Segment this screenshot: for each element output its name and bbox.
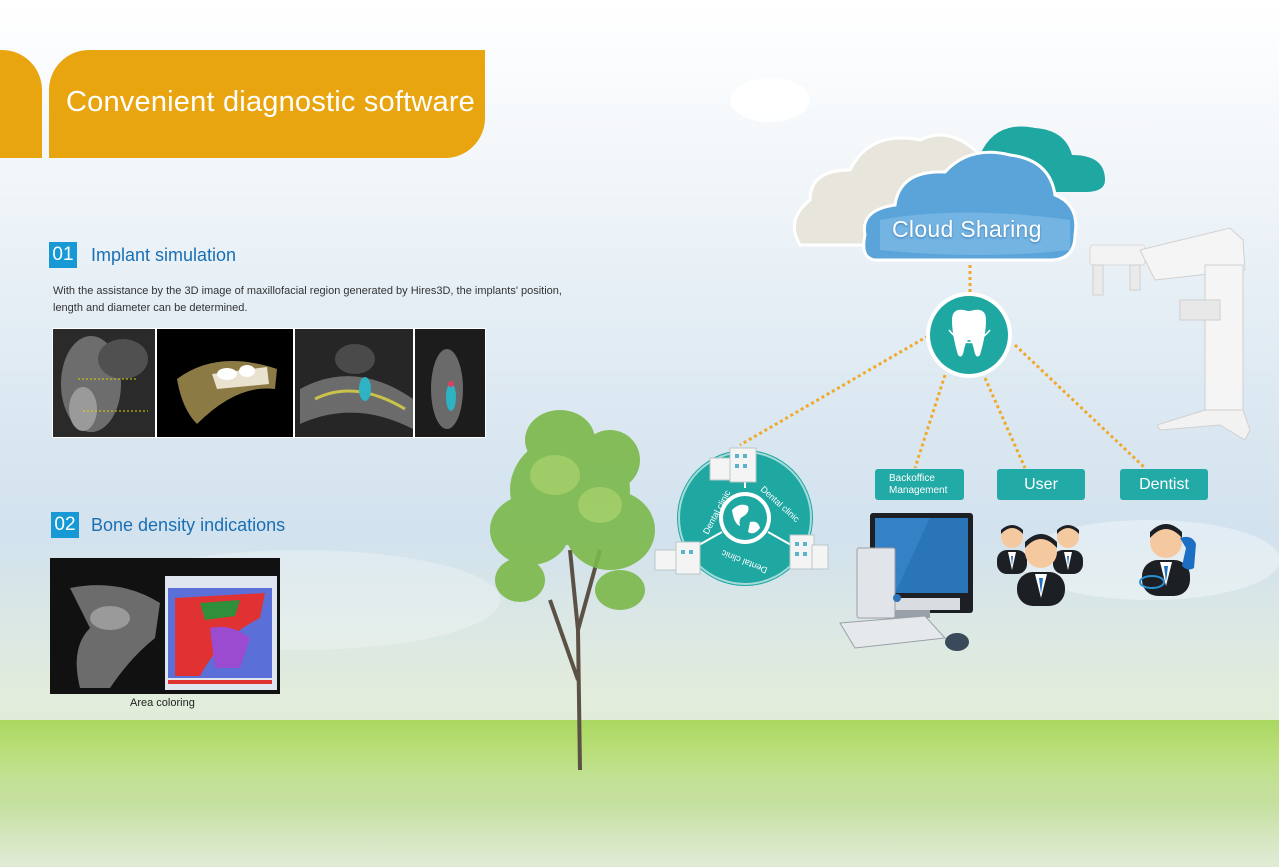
grass-haze: [0, 760, 1279, 867]
3d-jaw-render: [156, 328, 294, 438]
section-number-02: 02: [51, 512, 79, 538]
user-group-icon: [997, 525, 1083, 606]
title-banner: [49, 50, 485, 158]
bone-density-image: [50, 558, 280, 694]
section-title-bone-density: Bone density indications: [91, 515, 286, 535]
xray-machine-illustration: [1089, 227, 1251, 441]
user-label: User: [997, 469, 1085, 500]
cloud-sharing-graphic: [792, 126, 1105, 262]
dentist-icon: [1139, 524, 1196, 596]
backoffice-label-line1: Backoffice: [889, 473, 935, 484]
area-coloring-caption: Area coloring: [130, 697, 195, 709]
computer-icon: [839, 513, 973, 651]
tooth-hub-icon: [926, 292, 1012, 378]
backoffice-management-label: Backoffice Management: [875, 469, 964, 500]
banner-accent: [0, 50, 42, 158]
ct-scan-image-1: [52, 328, 156, 438]
section-title-implant: Implant simulation: [91, 245, 237, 265]
dental-clinic-ring: Dental clinic Dental clinic Dental clini…: [654, 447, 829, 586]
section-description: With the assistance by the 3D image of m…: [53, 285, 562, 314]
dentist-label: Dentist: [1120, 469, 1208, 500]
section-number-01: 01: [49, 242, 77, 268]
ct-scan-image-3: [414, 328, 486, 438]
backoffice-label-line2: Management: [889, 485, 948, 496]
tree-illustration: [490, 410, 655, 771]
page-title: Convenient diagnostic software: [66, 86, 476, 118]
cloud-sharing-label: Cloud Sharing: [892, 216, 1042, 242]
ct-scan-image-2: [294, 328, 414, 438]
